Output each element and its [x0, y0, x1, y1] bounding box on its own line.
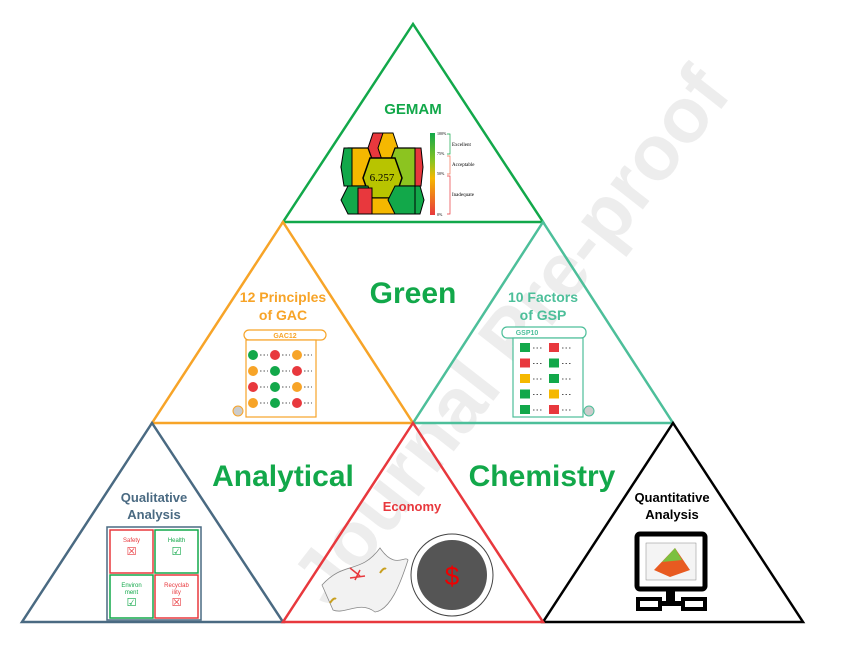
- scale-75: 75%: [437, 151, 445, 156]
- criterion-label: Environ: [121, 583, 141, 589]
- gsp-triangle: [410, 219, 676, 425]
- checkbox-x-icon: ☒: [127, 545, 137, 558]
- gsp-title-line1: 10 Factors: [508, 289, 578, 305]
- qualitative-title-line1: Qualitative: [121, 490, 187, 505]
- checkbox-checked-icon: ☑: [127, 596, 137, 609]
- dollar-sign: $: [445, 561, 460, 591]
- gac-principle-dot: [270, 382, 280, 392]
- criterion-label-cont: ment: [125, 590, 139, 596]
- gsp-factor-square: [520, 389, 530, 399]
- gac-principle-dot: [292, 382, 302, 392]
- computer-monitor-icon: [634, 531, 708, 611]
- word-green: Green: [370, 277, 457, 310]
- map-icon: [321, 547, 409, 613]
- qualitative-cell: Safety☒: [109, 529, 154, 574]
- gac-principle-dot: [270, 366, 280, 376]
- gac12-scroll: GAC12: [232, 329, 327, 418]
- gac-title-line2: of GAC: [259, 307, 307, 323]
- gemam-pictogram: 6.257 100% 75% 50% 0% Excellent Acceptab…: [340, 131, 475, 217]
- economy-title: Economy: [383, 499, 442, 514]
- level-acceptable: Acceptable: [452, 163, 475, 168]
- gac-triangle: [149, 219, 416, 425]
- level-inadequate: Inadequate: [452, 193, 475, 198]
- gsp-factor-square: [520, 405, 530, 414]
- checkbox-x-icon: ☒: [172, 596, 182, 609]
- gac-principle-dot: [270, 398, 280, 408]
- criterion-label: Safety: [123, 538, 140, 544]
- gsp-factor-square: [520, 374, 530, 383]
- gac-principle-dot: [292, 350, 302, 360]
- word-chemistry: Chemistry: [469, 460, 616, 493]
- gemam-score: 6.257: [370, 172, 395, 184]
- gac-title-line1: 12 Principles: [240, 289, 327, 305]
- scale-0: 0%: [437, 212, 443, 217]
- quantitative-triangle: [540, 420, 806, 624]
- criterion-label: Recyclab: [164, 583, 189, 589]
- criterion-label: Health: [168, 538, 185, 544]
- gsp-factor-square: [520, 358, 530, 368]
- gac-principle-dot: [270, 350, 280, 360]
- gac-principle-dot: [292, 366, 302, 376]
- gsp-factor-square: [549, 358, 559, 368]
- gsp10-label: GSP10: [516, 330, 539, 337]
- gemam-color-scale: [430, 133, 435, 215]
- checkbox-checked-icon: ☑: [172, 545, 182, 558]
- gsp10-scroll: GSP10: [501, 326, 595, 418]
- quantitative-title-line2: Analysis: [645, 507, 698, 522]
- qualitative-title-line2: Analysis: [127, 507, 180, 522]
- level-excellent: Excellent: [452, 143, 471, 148]
- gac-principle-dot: [292, 398, 302, 408]
- criterion-label-cont: ility: [172, 590, 181, 596]
- gemam-triangle: [280, 21, 546, 224]
- gac-principle-dot: [248, 398, 258, 408]
- coin-icon: $: [410, 533, 494, 617]
- gsp-factor-square: [549, 343, 559, 352]
- qualitative-triangle: [19, 420, 286, 624]
- gemam-title: GEMAM: [384, 101, 442, 118]
- gsp-title-line2: of GSP: [520, 307, 567, 323]
- gsp-factor-square: [520, 343, 530, 352]
- economy-triangle: [280, 420, 546, 624]
- quantitative-title-line1: Quantitative: [634, 490, 709, 505]
- word-analytical: Analytical: [212, 460, 354, 493]
- gsp-factor-square: [549, 374, 559, 383]
- qualitative-cell: Health☑: [154, 529, 199, 574]
- gac-principle-dot: [248, 382, 258, 392]
- gac12-label: GAC12: [273, 333, 296, 340]
- gac-principle-dot: [248, 350, 258, 360]
- gsp-factor-square: [549, 405, 559, 414]
- scale-50: 50%: [437, 171, 445, 176]
- gsp-factor-square: [549, 389, 559, 399]
- gac-principle-dot: [248, 366, 258, 376]
- scale-100: 100%: [437, 131, 447, 136]
